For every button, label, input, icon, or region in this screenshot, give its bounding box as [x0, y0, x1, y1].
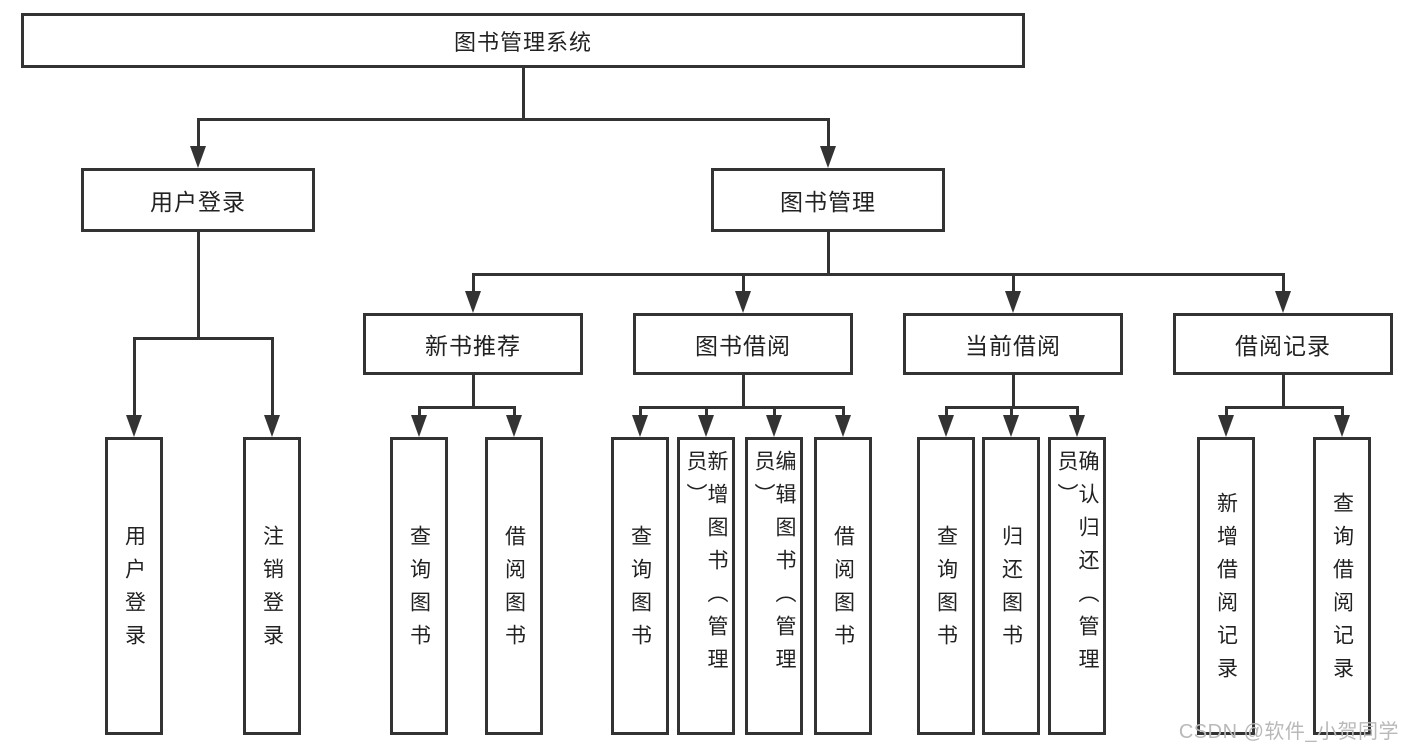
edge-arrow-return-books	[1003, 406, 1019, 437]
edge-book-borrow-stem	[741, 375, 745, 406]
edge-level3-hline	[471, 273, 1285, 276]
node-book-management: 图书管理	[711, 168, 945, 232]
edge-arrow-edit-books-admin	[766, 406, 782, 437]
node-library-management-system: 图书管理系统	[21, 13, 1025, 68]
edge-book-borrow-hline	[638, 406, 845, 409]
watermark: CSDN @软件_小贺同学	[1178, 721, 1399, 743]
edge-arrow-borrowing-records	[1275, 273, 1291, 313]
leaf-add-books-admin: 新增图书（管理员）	[677, 437, 735, 735]
edge-arrow-user-login	[190, 118, 206, 168]
node-new-book-recommendation: 新书推荐	[363, 313, 583, 375]
leaf-edit-books-admin: 编辑图书（管理员）	[745, 437, 803, 735]
node-borrowing-records: 借阅记录	[1173, 313, 1393, 375]
edge-arrow-book-management	[820, 118, 836, 168]
edge-new-book-stem	[471, 375, 475, 406]
edge-arrow-borrow-books-recommend	[506, 406, 522, 437]
node-book-borrowing: 图书借阅	[633, 313, 853, 375]
edge-book-management-stem	[826, 232, 830, 273]
leaf-query-books-recommend: 查询图书	[390, 437, 448, 735]
edge-new-book-hline	[417, 406, 516, 409]
edge-borrow-record-hline	[1224, 406, 1344, 409]
edge-arrow-query-books-current	[938, 406, 954, 437]
edge-current-borrow-stem	[1011, 375, 1015, 406]
leaf-user-login: 用户登录	[105, 437, 163, 735]
edge-user-login-stem	[196, 232, 200, 337]
edge-arrow-leaf-logout	[264, 337, 280, 437]
edge-arrow-add-books-admin	[698, 406, 714, 437]
leaf-query-books-borrow: 查询图书	[611, 437, 669, 735]
leaf-query-borrow-record: 查询借阅记录	[1313, 437, 1371, 735]
edge-borrow-record-stem	[1281, 375, 1285, 406]
leaf-return-books: 归还图书	[982, 437, 1040, 735]
edge-root-stem	[521, 68, 525, 118]
edge-arrow-new-book-recommendation	[465, 273, 481, 313]
node-current-borrowing: 当前借阅	[903, 313, 1123, 375]
edge-arrow-current-borrowing	[1005, 273, 1021, 313]
edge-arrow-borrow-books	[835, 406, 851, 437]
leaf-confirm-return-admin: 确认归还（管理员）	[1048, 437, 1106, 735]
leaf-borrow-books: 借阅图书	[814, 437, 872, 735]
edge-arrow-confirm-return-admin	[1069, 406, 1085, 437]
node-user-login: 用户登录	[81, 168, 315, 232]
leaf-logout: 注销登录	[243, 437, 301, 735]
leaf-borrow-books-recommend: 借阅图书	[485, 437, 543, 735]
edge-arrow-book-borrowing	[735, 273, 751, 313]
edge-arrow-query-books-recommend	[411, 406, 427, 437]
edge-arrow-query-books-borrow	[632, 406, 648, 437]
leaf-add-borrow-record: 新增借阅记录	[1197, 437, 1255, 735]
edge-arrow-query-borrow-record	[1334, 406, 1350, 437]
leaf-query-books-current: 查询图书	[917, 437, 975, 735]
edge-user-login-hline	[132, 337, 274, 340]
edge-root-hline	[196, 118, 830, 121]
edge-arrow-leaf-user-login	[126, 337, 142, 437]
edge-arrow-add-borrow-record	[1218, 406, 1234, 437]
